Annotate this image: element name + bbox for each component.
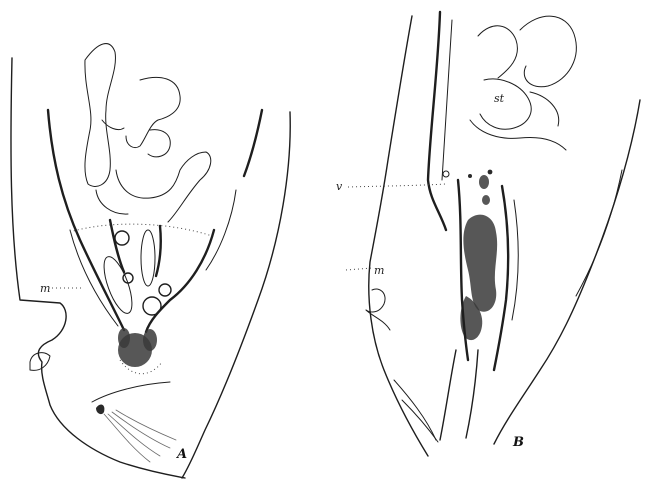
panel-b-drawing bbox=[346, 12, 640, 456]
panel-a-drawing bbox=[11, 44, 290, 478]
panel-b-label-m: m bbox=[374, 264, 384, 277]
panel-b-letter: B bbox=[512, 435, 524, 450]
panel-a-letter: A bbox=[175, 447, 187, 462]
panel-a-label-m: m bbox=[40, 282, 50, 295]
panel-b-label-st: st bbox=[494, 92, 505, 105]
panel-b-label-v: v bbox=[336, 180, 343, 193]
